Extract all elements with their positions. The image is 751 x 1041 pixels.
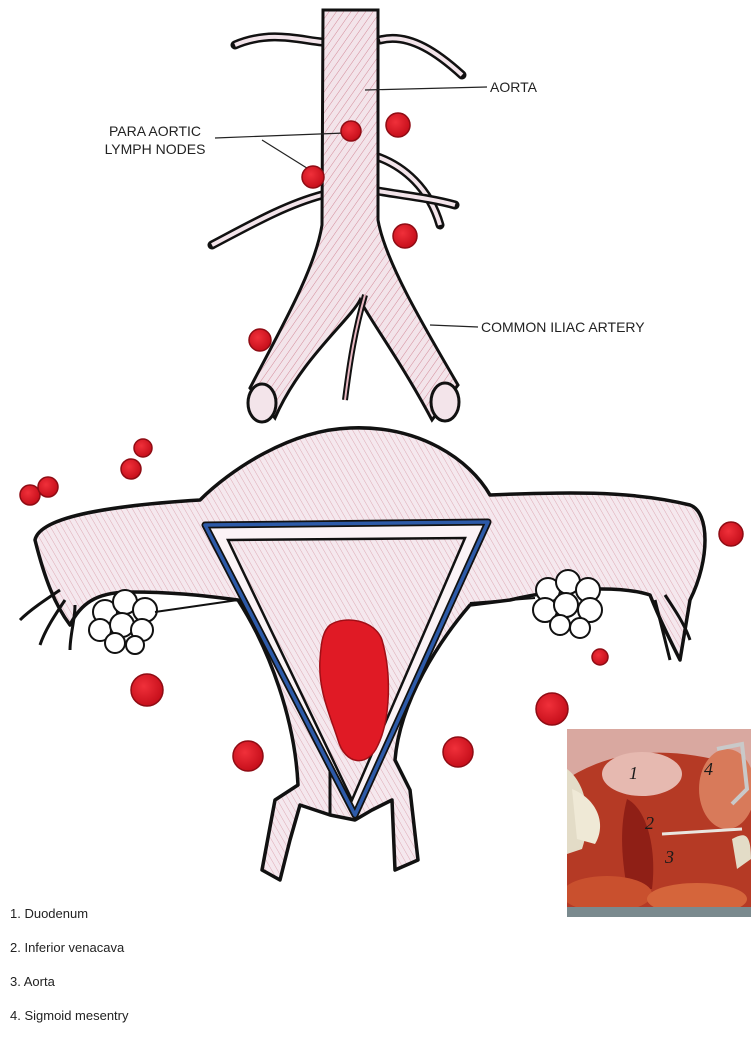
ovary-icon	[533, 570, 602, 638]
lymph-node-icon	[38, 477, 58, 497]
photo-marker-1: 1	[629, 763, 638, 784]
photo-marker-2: 2	[645, 813, 654, 834]
lymph-node-icon	[393, 224, 417, 248]
legend-item-aorta: 3. Aorta	[10, 973, 129, 1007]
aorta-label: AORTA	[490, 78, 537, 96]
lymph-node-icon	[20, 485, 40, 505]
lymph-node-icon	[249, 329, 271, 351]
lymph-node-icon	[443, 737, 473, 767]
lymph-node-icon	[121, 459, 141, 479]
surgical-photo-image	[567, 729, 751, 917]
legend: 1. Duodenum 2. Inferior venacava 3. Aort…	[10, 905, 129, 1041]
para-aortic-lymph-nodes-label: PARA AORTIC LYMPH NODES	[80, 122, 230, 158]
ovary-icon	[89, 590, 157, 654]
legend-item-inferior-venacava: 2. Inferior venacava	[10, 939, 129, 973]
legend-item-sigmoid-mesentry: 4. Sigmoid mesentry	[10, 1007, 129, 1041]
lymph-node-icon	[233, 741, 263, 771]
photo-marker-4: 4	[704, 759, 713, 780]
lymph-node-icon	[302, 166, 324, 188]
lymph-node-icon	[536, 693, 568, 725]
common-iliac-artery-label: COMMON ILIAC ARTERY	[481, 318, 645, 336]
photo-marker-3: 3	[665, 847, 674, 868]
legend-item-duodenum: 1. Duodenum	[10, 905, 129, 939]
lymph-node-icon	[386, 113, 410, 137]
surgical-photo: 1 2 3 4	[567, 729, 751, 917]
aorta-vessel	[212, 10, 462, 422]
lymph-node-icon	[592, 649, 608, 665]
lymph-node-icon	[131, 674, 163, 706]
lymph-node-icon	[341, 121, 361, 141]
lymph-node-icon	[134, 439, 152, 457]
lymph-node-icon	[719, 522, 743, 546]
